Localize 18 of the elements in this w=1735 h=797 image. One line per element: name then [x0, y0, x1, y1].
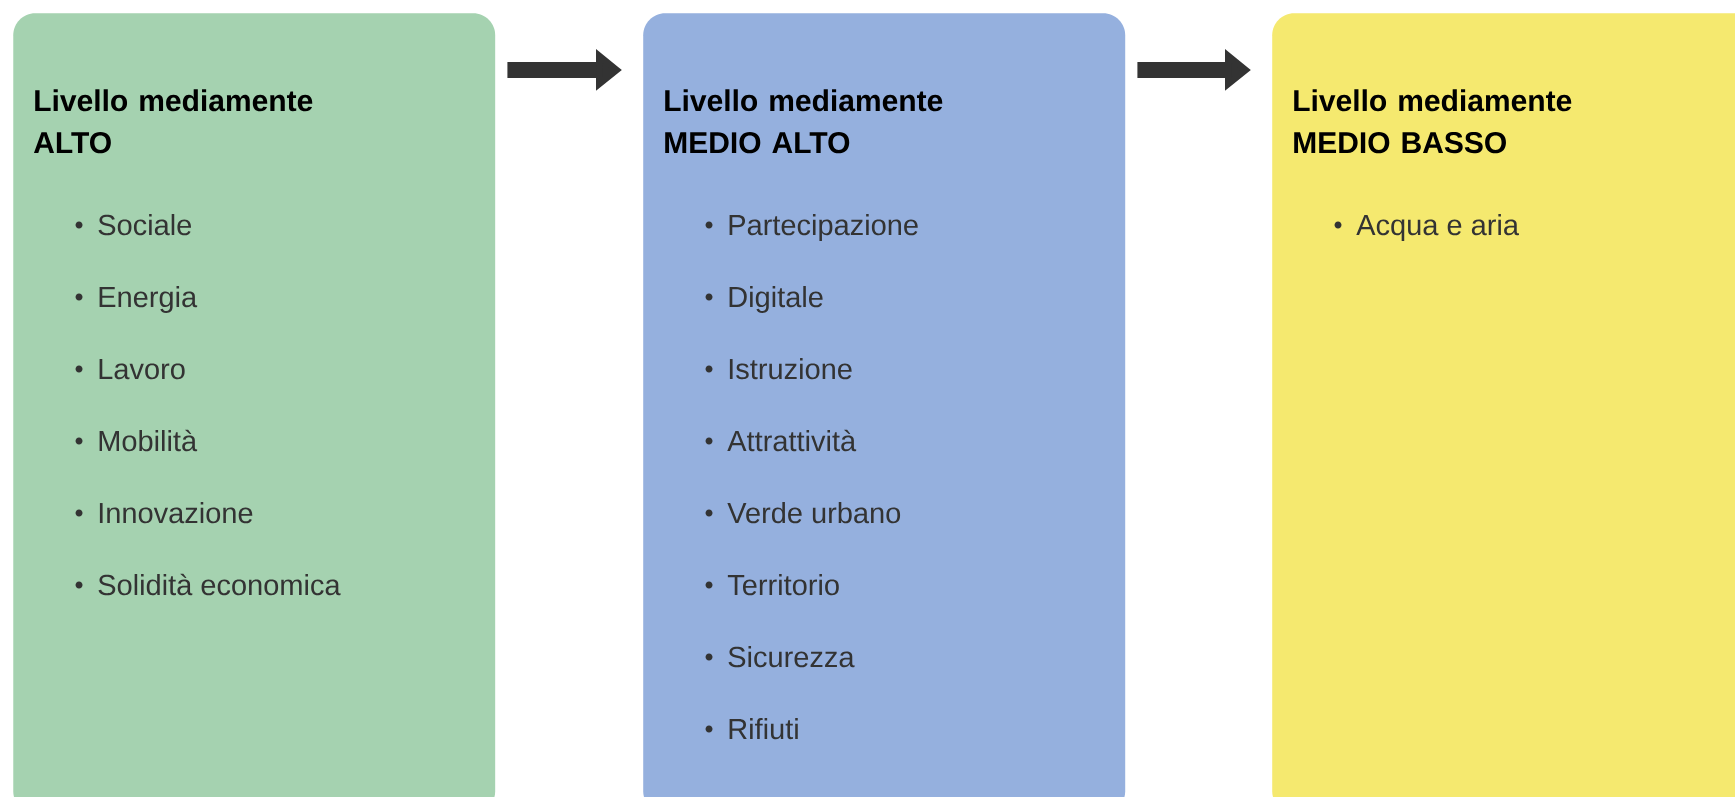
list-item: Sicurezza — [728, 645, 855, 668]
list-item: Territorio — [727, 573, 839, 596]
list-item: Mobilità — [99, 429, 198, 452]
list-item: Attrattività — [727, 429, 857, 452]
list-item: Partecipazione — [729, 213, 918, 241]
list-item: Rifiuti — [729, 717, 798, 740]
heading: Livello mediamente MEDIO BASSO — [1294, 89, 1572, 154]
list-item: Sociale — [98, 213, 191, 236]
heading: Livello mediamente MEDIO ALTO — [665, 89, 943, 154]
list-item: Energia — [99, 285, 198, 313]
list-item: Innovazione — [99, 501, 253, 524]
list-item: Digitale — [729, 285, 823, 313]
list-item: Verde urbano — [727, 501, 901, 524]
heading: Livello mediamente ALTO — [33, 89, 313, 154]
list-item: Istruzione — [729, 357, 852, 380]
list-item: Lavoro — [99, 359, 185, 380]
list-item: Acqua e aria — [1356, 213, 1519, 241]
list-item: Solidità economica — [98, 573, 341, 596]
